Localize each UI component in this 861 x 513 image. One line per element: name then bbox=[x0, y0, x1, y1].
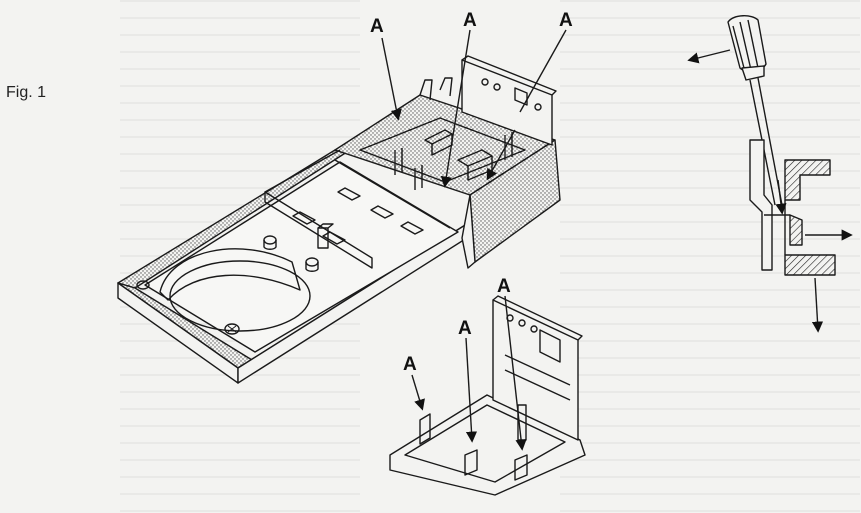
back-plate-slot bbox=[514, 87, 528, 106]
partition-slots bbox=[292, 187, 424, 245]
screwdriver-handle bbox=[727, 15, 767, 73]
bracket-hole-2 bbox=[518, 319, 526, 327]
back-plate-hole-3 bbox=[534, 103, 542, 111]
lower-bracket-callout-arrows bbox=[411, 295, 527, 451]
bracket-hole-3 bbox=[530, 325, 538, 333]
callout-top-middle: A bbox=[463, 10, 477, 31]
screwdriver-ferrule bbox=[741, 65, 765, 81]
lower-bracket bbox=[389, 295, 586, 496]
bracket-clip-right bbox=[514, 454, 528, 481]
arrow-tip bbox=[775, 179, 787, 215]
figure-label: Fig. 1 bbox=[6, 84, 47, 101]
callout-bottom-right: A bbox=[497, 276, 511, 297]
callout-top-right: A bbox=[559, 10, 573, 31]
screw-bosses bbox=[136, 235, 319, 335]
section-upper-wall bbox=[784, 159, 831, 201]
partition-3 bbox=[264, 149, 341, 193]
clip-post bbox=[317, 223, 334, 249]
back-plate-hole-2 bbox=[493, 83, 501, 91]
partition-2 bbox=[334, 159, 451, 229]
callout-top-left: A bbox=[370, 16, 384, 37]
main-housing-callout-arrows bbox=[381, 29, 567, 188]
arrow-pull-left bbox=[687, 49, 731, 64]
callout-bottom-left: A bbox=[403, 354, 417, 375]
bracket-back-plate bbox=[492, 299, 579, 441]
back-plate bbox=[461, 59, 553, 146]
section-latch-arm bbox=[749, 139, 773, 271]
callout-bottom-middle: A bbox=[458, 318, 472, 339]
housing-rear-block-face bbox=[461, 194, 476, 269]
bracket-clip-center bbox=[464, 449, 478, 476]
speaker-opening bbox=[159, 248, 301, 301]
speaker-ring bbox=[169, 260, 311, 332]
rear-compartment-details bbox=[359, 77, 526, 190]
bracket-plate-notch bbox=[539, 329, 561, 363]
section-lower-wall bbox=[784, 254, 836, 276]
bracket-back-plate-edge bbox=[492, 295, 583, 341]
arrow-push-down bbox=[811, 277, 824, 333]
back-plate-hole-1 bbox=[481, 78, 489, 86]
bracket-rib bbox=[504, 354, 571, 401]
bracket-clip-left bbox=[419, 413, 431, 445]
main-housing bbox=[117, 55, 561, 384]
screwdriver-detail bbox=[687, 15, 853, 333]
section-clip bbox=[789, 214, 803, 246]
